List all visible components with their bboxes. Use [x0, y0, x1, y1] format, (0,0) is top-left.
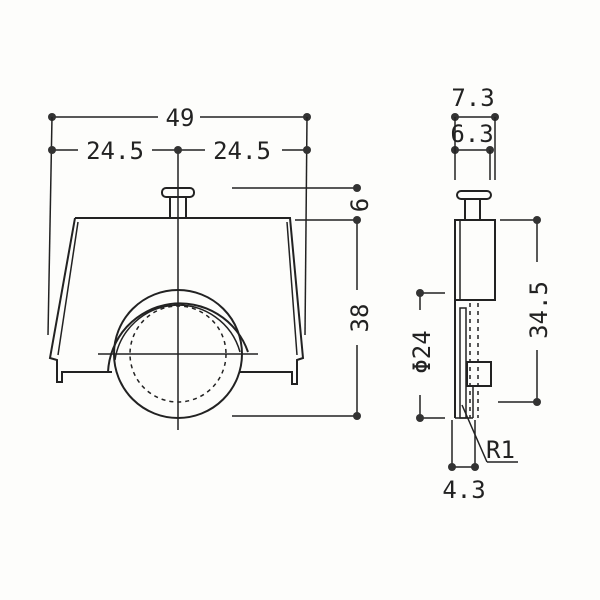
- knob-height-label: 6: [346, 198, 374, 212]
- dimension-24-5: 24.5 24.5: [48, 137, 311, 165]
- outer-thickness-label: 7.3: [451, 84, 494, 112]
- radius-label: R1: [486, 436, 515, 464]
- dimension-49: 49: [47, 104, 311, 336]
- dimension-6-3: 6.3: [450, 117, 494, 180]
- radius-callout: R1: [461, 404, 518, 464]
- wheel-width-label: 4.3: [442, 476, 485, 504]
- overall-width-label: 49: [166, 104, 195, 132]
- wheel-diameter-label: Φ24: [408, 330, 436, 373]
- front-view: 49 24.5 24.5 6 38: [47, 104, 374, 430]
- side-knob: [456, 190, 492, 220]
- half-width-right-label: 24.5: [213, 137, 271, 165]
- side-view: 7.3 6.3 34.5 Φ24: [408, 84, 553, 504]
- body-height-label: 34.5: [525, 281, 553, 339]
- dimension-34-5: 34.5: [498, 216, 553, 406]
- housing: [48, 217, 305, 385]
- total-height-label: 38: [346, 304, 374, 333]
- dimension-7-3: 7.3: [451, 84, 499, 180]
- wheel: [98, 150, 258, 430]
- dimension-vertical: 6 38: [232, 184, 374, 420]
- half-width-left-label: 24.5: [86, 137, 144, 165]
- side-body: [454, 219, 496, 419]
- dimension-4-3: 4.3: [442, 420, 486, 504]
- dimension-diameter: Φ24: [408, 289, 445, 422]
- inner-thickness-label: 6.3: [450, 120, 493, 148]
